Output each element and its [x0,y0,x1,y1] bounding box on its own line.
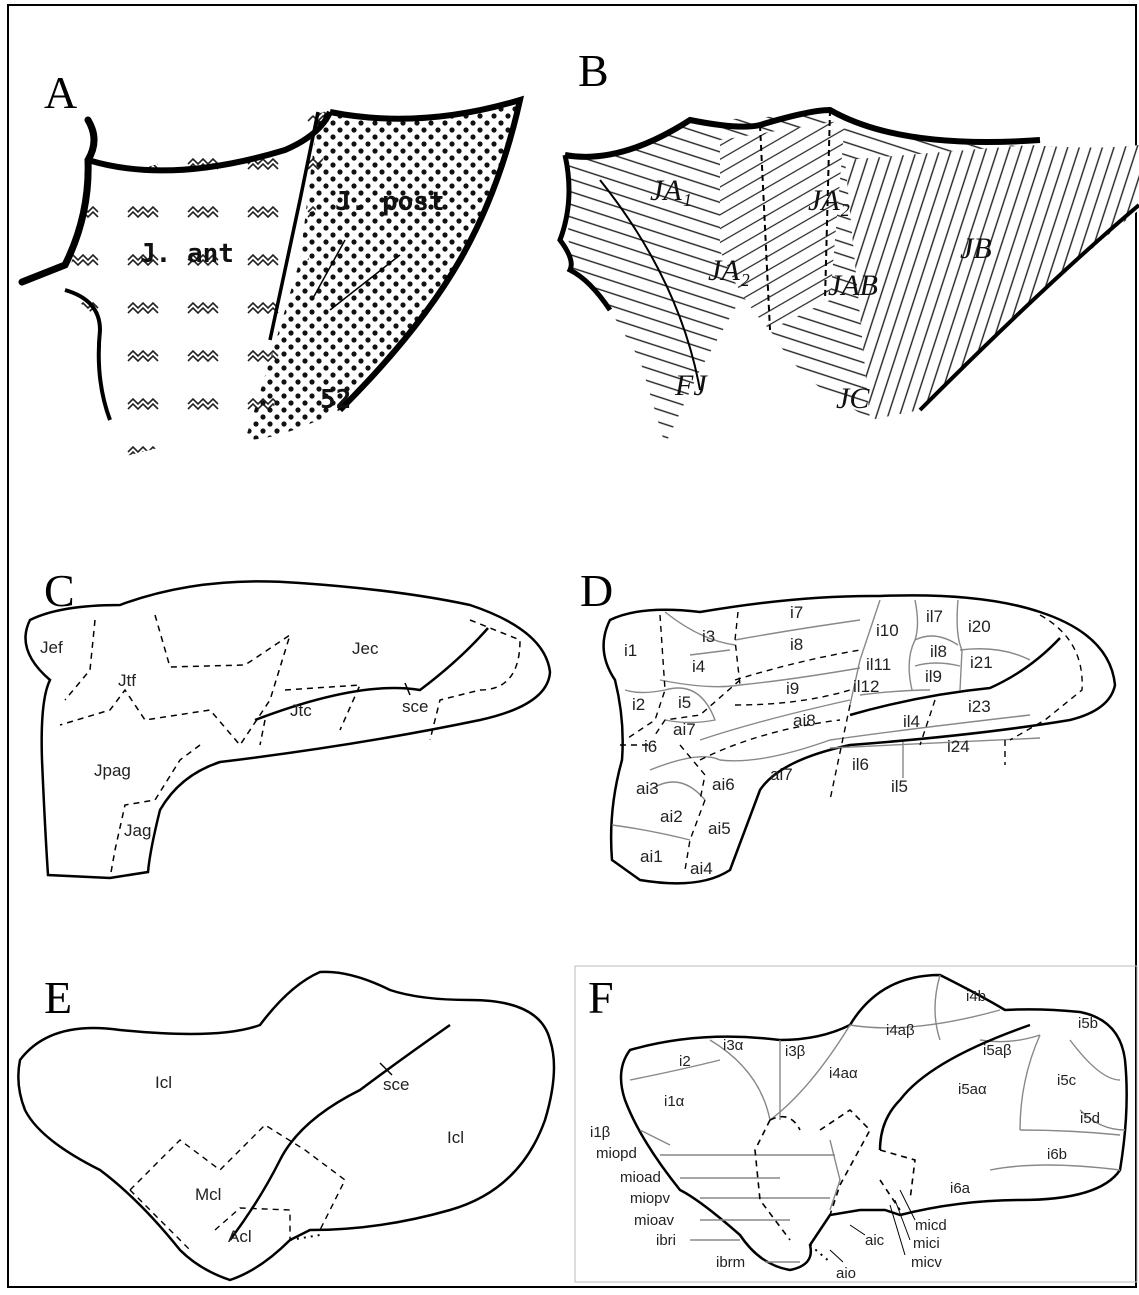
label-jb: JB [960,232,992,265]
label-i5c: i5c [1057,1072,1077,1089]
panel-e [18,972,554,1280]
panel-a: J. ant J. post 52 [22,100,520,480]
panel-e-labels: Icl Icl sce Mcl Acl [155,1073,464,1246]
label-i8: i8 [790,635,803,654]
label-il8: il8 [930,642,947,661]
label-mcl: Mcl [195,1185,221,1204]
label-i4: i4 [692,657,705,676]
label-ibrm: ibrm [716,1254,745,1271]
panel-letter-b: B [578,48,609,94]
label-mioav: mioav [634,1212,675,1229]
panel-letter-a: A [44,70,77,116]
panel-c [26,581,551,878]
label-i1: i1 [624,641,637,660]
label-i3b: i3β [785,1043,806,1060]
label-j-post: J. post [335,187,445,217]
label-i1b: i1β [590,1124,611,1141]
label-jec: Jec [352,639,379,658]
label-ja1: JA₁ [650,174,692,207]
label-i5b: i5b [1078,1015,1098,1032]
label-i2-f: i2 [679,1053,691,1070]
label-i4ab: i4aβ [886,1022,915,1039]
label-aio: aio [836,1265,856,1282]
label-i4aa: i4aα [829,1065,858,1082]
label-i9: i9 [786,679,799,698]
label-ibri: ibri [656,1232,676,1249]
label-il5: il5 [891,777,908,796]
label-ai5: ai5 [708,819,731,838]
label-i3: i3 [702,627,715,646]
label-i7: i7 [790,603,803,622]
label-jef: Jef [40,638,63,657]
label-mici: mici [913,1235,940,1252]
label-52: 52 [320,385,351,415]
label-i23: i23 [968,697,991,716]
label-i5ab: i5aβ [983,1042,1012,1059]
label-ai1: ai1 [640,847,663,866]
label-miopd: miopd [596,1145,637,1162]
label-i3a: i3α [723,1037,744,1054]
label-jtf: Jtf [118,671,136,690]
panel-f [621,975,1127,1270]
label-jpag: Jpag [94,761,131,780]
panel-letter-d: D [580,568,613,614]
label-mioad: mioad [620,1169,661,1186]
label-i20: i20 [968,617,991,636]
label-jab: JAB [828,269,878,302]
label-miopv: miopv [630,1190,671,1207]
label-ai3: ai3 [636,779,659,798]
label-j-ant: J. ant [140,239,234,269]
label-i6b: i6b [1047,1146,1067,1163]
label-i24: i24 [947,737,970,756]
label-i5d: i5d [1080,1110,1100,1127]
label-i6: i6 [644,737,657,756]
label-ai6: ai6 [712,775,735,794]
label-il9: il9 [925,667,942,686]
label-fj: FJ [674,369,708,402]
label-il6: il6 [852,755,869,774]
label-i4b: i4b [966,988,986,1005]
label-i2: i2 [632,695,645,714]
label-ai7-lower: ai7 [770,765,793,784]
label-ja2-top: JA₂ [808,184,850,217]
label-i21: i21 [970,653,993,672]
panel-b: JA₁ JA₂ JA₂ JAB JB FJ JC [560,110,1139,445]
label-acl: Acl [228,1227,252,1246]
label-ai2: ai2 [660,807,683,826]
label-jc: JC [836,382,870,415]
panel-letter-f: F [588,975,614,1021]
label-il4: il4 [903,712,920,731]
label-sce: sce [402,697,428,716]
label-i5aa: i5aα [958,1081,987,1098]
label-ai7-upper: ai7 [673,720,696,739]
label-i1a: i1α [664,1093,685,1110]
panel-letter-c: C [44,568,75,614]
label-micv: micv [911,1254,942,1271]
label-ai4: ai4 [690,859,713,878]
label-ai8: ai8 [793,711,816,730]
label-icl-left: Icl [155,1073,172,1092]
label-micd: micd [915,1217,947,1234]
label-aic: aic [865,1232,885,1249]
panel-letter-e: E [44,975,72,1021]
label-il12: il12 [853,677,879,696]
label-icl-right: Icl [447,1128,464,1147]
label-jtc: Jtc [290,701,312,720]
label-il11: il11 [866,655,891,674]
label-il7: il7 [926,607,943,626]
label-ja2: JA₂ [708,254,750,287]
label-i5: i5 [678,693,691,712]
panel-d [604,595,1115,883]
label-i6a: i6a [950,1180,971,1197]
label-sce-e: sce [383,1075,409,1094]
label-jag: Jag [124,821,151,840]
label-i10: i10 [876,621,899,640]
